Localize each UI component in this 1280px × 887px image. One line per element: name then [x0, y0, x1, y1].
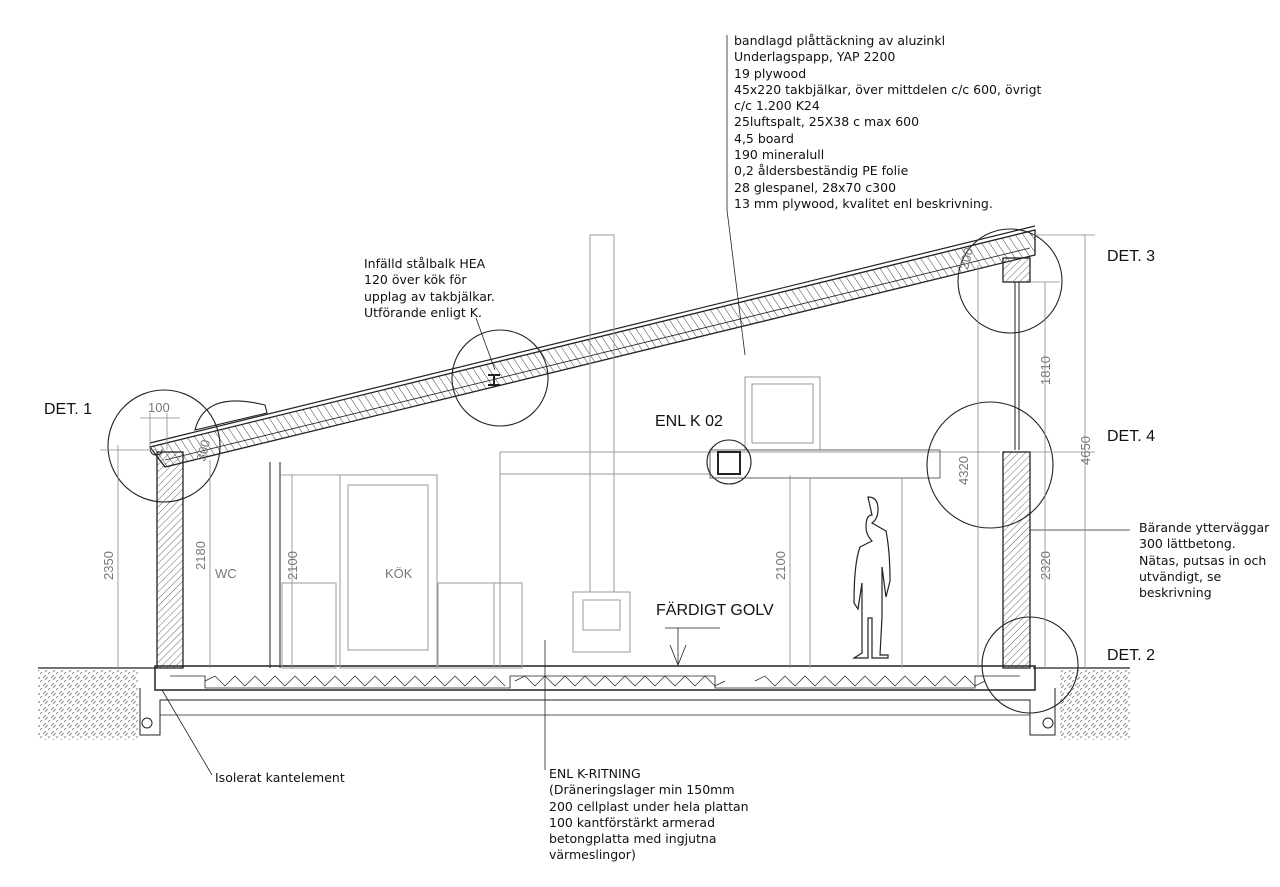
- high-window: [1014, 282, 1020, 450]
- roof: [148, 225, 1036, 468]
- note-line: 300 lättbetong.: [1139, 536, 1236, 552]
- note-line: 4,5 board: [734, 130, 794, 146]
- detail-circles: [107, 228, 1079, 714]
- dim-2320: 2320: [1038, 551, 1053, 580]
- note-line: 45x220 takbjälkar, över mittdelen c/c 60…: [734, 81, 1042, 97]
- note-line: 25luftspalt, 25X38 c max 600: [734, 114, 920, 130]
- note-line: ENL K-RITNING: [549, 766, 641, 781]
- note-line: 13 mm plywood, kvalitet enl beskrivning.: [734, 195, 993, 211]
- dim-eave: 100: [148, 400, 170, 415]
- dim-2350: 2350: [101, 551, 116, 580]
- detail-label-1: DET. 1: [44, 401, 93, 418]
- enl-k02-label: ENL K 02: [655, 413, 723, 430]
- dim-4650: 4650: [1078, 436, 1093, 465]
- note-line: 100 kantförstärkt armerad: [549, 814, 716, 830]
- leader-lines: [161, 35, 1130, 776]
- left-wall: [156, 451, 184, 669]
- finished-floor-label: FÄRDIGT GOLV: [656, 602, 774, 619]
- note-line: 120 över kök för: [364, 272, 467, 288]
- note-line: upplag av takbjälkar.: [364, 288, 495, 304]
- dim-2180: 2180: [193, 541, 208, 570]
- dim-1810: 1810: [1038, 356, 1053, 385]
- note-line: beskrivning: [1139, 585, 1212, 601]
- note-line: Utförande enligt K.: [364, 304, 482, 320]
- dim-wc-2100: 2100: [285, 551, 300, 580]
- dimension-lines: [100, 234, 1095, 668]
- detail-label-2: DET. 2: [1107, 647, 1156, 664]
- note-line: 19 plywood: [734, 65, 807, 81]
- note-line: betongplatta med ingjutna: [549, 831, 717, 847]
- note-line: Nätas, putsas in och: [1139, 552, 1267, 568]
- detail-label-3: DET. 3: [1107, 248, 1156, 265]
- dim-mid-2100: 2100: [773, 551, 788, 580]
- person-silhouette: [851, 496, 891, 659]
- note-line: 28 glespanel, 28x70 c300: [734, 179, 897, 195]
- detail-label-4: DET. 4: [1107, 428, 1156, 445]
- note-line: 200 cellplast under hela plattan: [549, 798, 749, 814]
- hea-beam-symbol: [488, 374, 500, 386]
- floor-slab: [139, 665, 1056, 736]
- note-line: värmeslingor): [549, 847, 636, 863]
- note-line: bandlagd plåttäckning av aluzinkl: [734, 33, 946, 48]
- room-label-wc: WC: [215, 566, 237, 581]
- dim-4320: 4320: [956, 456, 971, 485]
- note-line: Infälld stålbalk HEA: [364, 256, 486, 271]
- dim-roof-right: 300: [956, 246, 976, 271]
- wc-partition: [269, 462, 281, 668]
- interior: [281, 234, 1000, 669]
- dim-roof-left: 300: [193, 438, 213, 463]
- note-line: Underlagspapp, YAP 2200: [734, 49, 896, 65]
- room-label-kok: KÖK: [385, 566, 413, 581]
- note-line: 190 mineralull: [734, 147, 825, 163]
- note-line: c/c 1.200 K24: [734, 98, 820, 114]
- dimension-texts: 100 300 300 2350 2180 2100 2100 4320 181…: [101, 246, 1093, 581]
- note-line: (Dräneringslager min 150mm: [549, 782, 735, 798]
- note-line: utvändigt, se: [1139, 568, 1222, 584]
- steel-beam-hea: [717, 451, 741, 475]
- note-line: Bärande ytterväggar: [1139, 520, 1270, 535]
- note-line: 0,2 åldersbeständig PE folie: [734, 163, 909, 179]
- edge-element-note: Isolerat kantelement: [215, 770, 345, 785]
- ground: [38, 667, 1130, 740]
- right-wall: [1002, 451, 1031, 669]
